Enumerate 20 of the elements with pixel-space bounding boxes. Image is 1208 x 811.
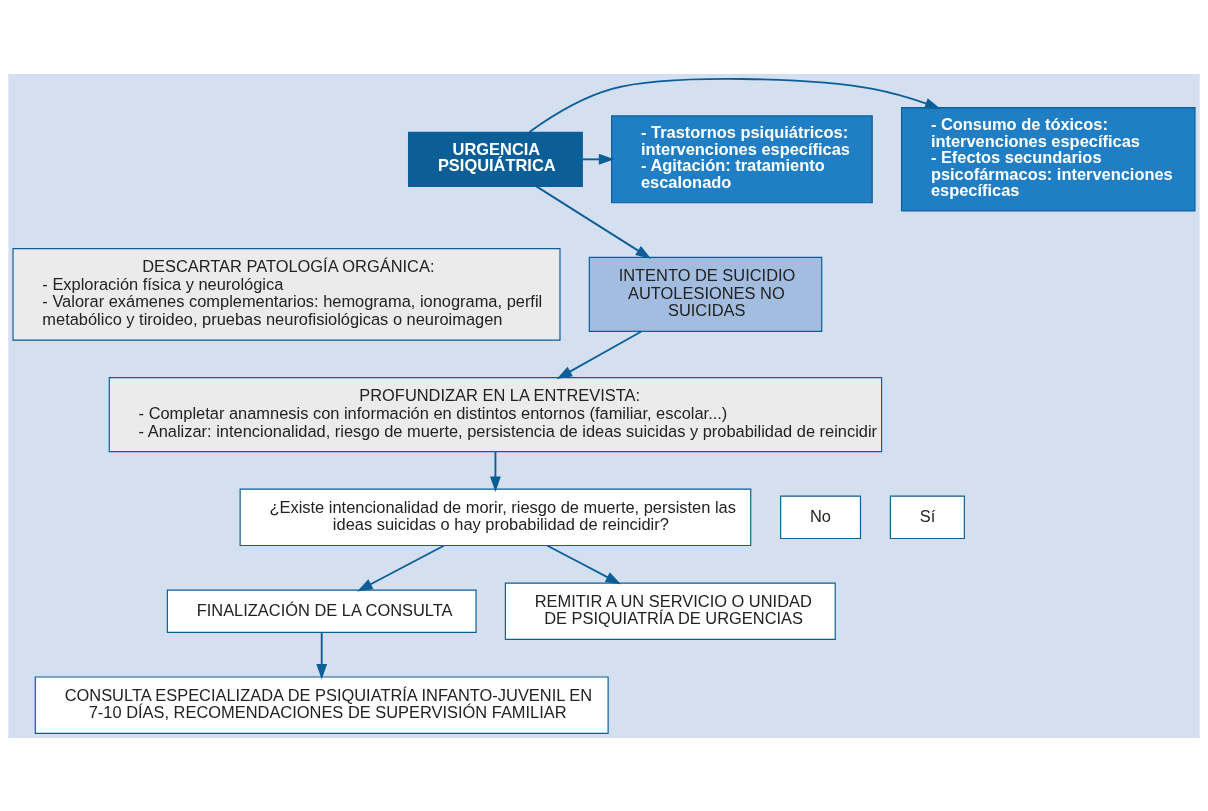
node-box: CONSULTA ESPECIALIZADA DE PSIQUIATRÍA INFANTO-JUVENIL EN 7-10 DÍAS, RECOMENDACIONES DE SUPERVISIÓN FAMILIAR	[34, 675, 609, 734]
arrow	[357, 544, 445, 591]
arrow	[546, 544, 622, 584]
node-box: PROFUNDIZAR EN LA ENTREVISTA: - Completar anamnesis con información en distintos entornos (familiar, escolar...) - Analizar: intencionalidad, riesgo de muerte, persistencia de ideas suicidas y probabilidad de reincidir	[108, 376, 883, 452]
node-box: URGENCIA PSIQUIÁTRICA	[408, 131, 583, 187]
node-box: - Consumo de tóxicos: intervenciones específicas - Efectos secundarios psicofármacos: intervenciones específicas	[900, 106, 1196, 212]
node-box: ¿Existe intencionalidad de morir, riesgo de muerte, persisten las ideas suicidas o hay probabilidad de reincidir?	[239, 488, 752, 546]
node-box: - Trastornos psiquiátricos: intervenciones específicas - Agitación: tratamiento escalonado	[611, 114, 873, 203]
arrow	[556, 330, 643, 379]
node-box: REMITIR A UN SERVICIO O UNIDAD DE PSIQUIATRÍA DE URGENCIAS	[504, 582, 836, 640]
arrow	[490, 450, 501, 492]
arrow	[535, 184, 652, 259]
node-box: No	[780, 495, 862, 539]
arrow	[581, 153, 615, 165]
node-box: Sí	[889, 495, 965, 539]
node-box: DESCARTAR PATOLOGÍA ORGÁNICA: - Exploración física y neurológica - Valorar exámenes complementarios: hemograma, ionograma, perfil metabólico y tiroideo, pruebas neurofisiológicas o neuroimagen	[12, 247, 561, 341]
arrow	[316, 631, 328, 680]
node-box: INTENTO DE SUICIDIO AUTOLESIONES NO SUICIDAS	[588, 256, 823, 332]
node-box: FINALIZACIÓN DE LA CONSULTA	[166, 589, 477, 633]
arrow	[528, 77, 941, 133]
